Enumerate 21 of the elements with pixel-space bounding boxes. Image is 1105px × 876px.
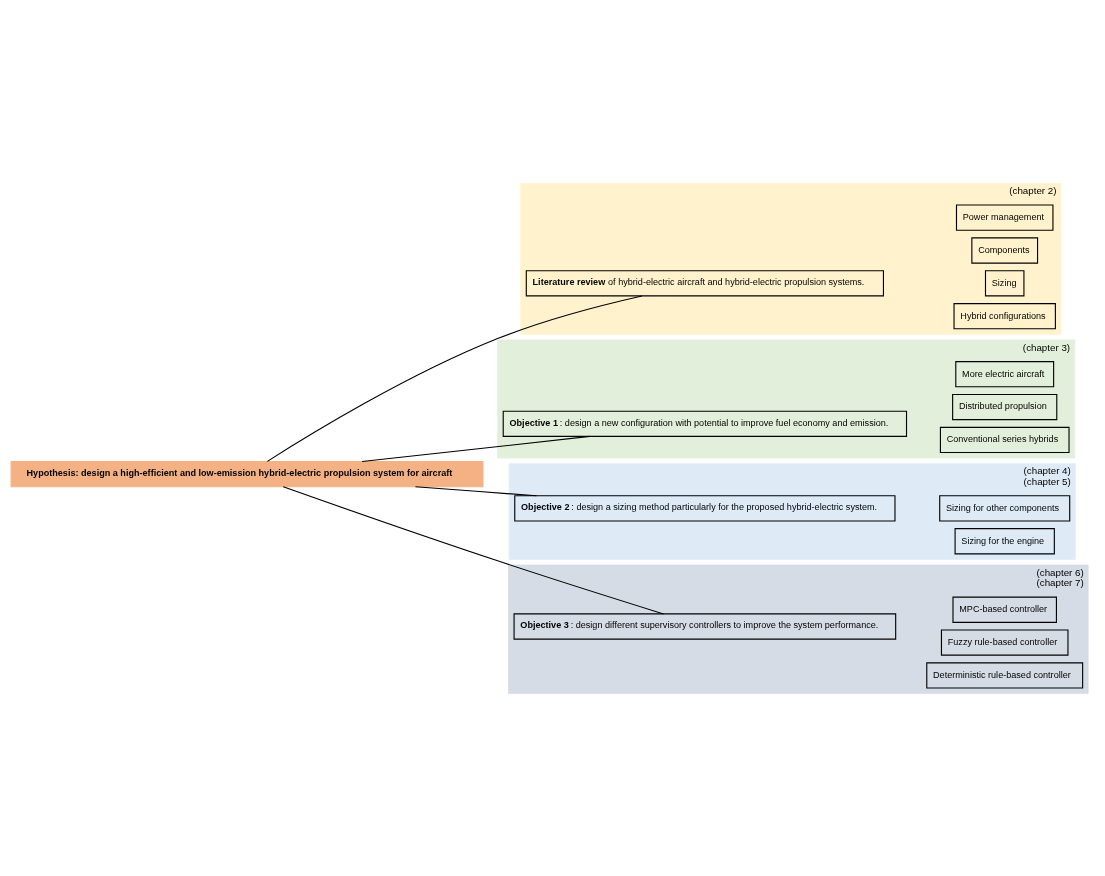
node-box: More electric aircraft	[955, 360, 1055, 387]
node-box: Objective 1: design a new configuration with potential to improve fuel economy and emission.	[502, 410, 908, 437]
node-box: Hypothesis: design a high-efficient and low-emission hybrid-electric propulsion system for aircraft	[10, 460, 484, 487]
node-box: Literature review of hybrid-electric aircraft and hybrid-electric propulsion systems.	[525, 269, 884, 296]
node-box: Hybrid configurations	[953, 302, 1056, 329]
node-box: Objective 2: design a sizing method particularly for the proposed hybrid-electric system.	[514, 494, 896, 522]
node-box: Power management	[955, 204, 1054, 231]
connector	[282, 485, 665, 614]
node-box: Sizing for other components	[939, 494, 1071, 522]
connector	[414, 485, 538, 496]
node-box: Objective 3: design different supervisory controllers to improve the system performance.	[513, 612, 897, 640]
node-box: MPC-based controller	[952, 596, 1057, 623]
node-box: Deterministic rule-based controller	[926, 661, 1084, 689]
node-box: Distributed propulsion	[952, 393, 1058, 420]
node-box: Fuzzy rule-based controller	[940, 628, 1069, 656]
connector	[361, 435, 591, 462]
node-box: Sizing	[984, 269, 1025, 296]
node-box: Conventional series hybrids	[939, 426, 1070, 453]
node-box: Components	[971, 236, 1039, 264]
node-box: Sizing for the engine	[954, 527, 1055, 554]
connector	[266, 294, 643, 462]
